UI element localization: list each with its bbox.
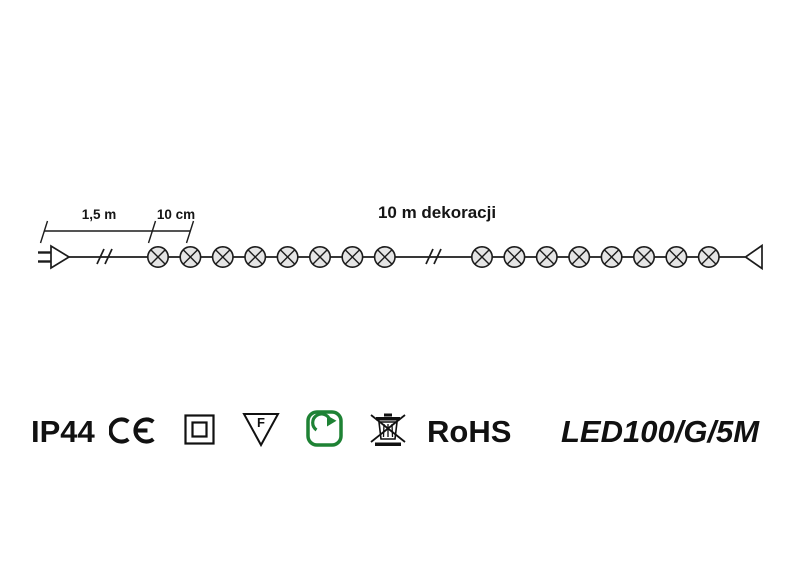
break-mark bbox=[96, 248, 105, 265]
bulb-cross bbox=[215, 249, 231, 265]
bulb-cross bbox=[182, 249, 198, 265]
bulb-cross bbox=[571, 249, 587, 265]
bulb-cross bbox=[506, 249, 522, 265]
class-ii-double-insulation-icon bbox=[184, 414, 215, 445]
bulb-cross bbox=[247, 249, 263, 265]
bulb-cross bbox=[150, 249, 166, 265]
decoration-length-label: 10 m dekoracji bbox=[377, 203, 497, 222]
break-mark bbox=[433, 248, 442, 265]
break-mark bbox=[425, 248, 434, 265]
bulb-cross bbox=[474, 249, 490, 265]
triangle-f-icon: F bbox=[242, 413, 280, 448]
bulb-cross bbox=[280, 249, 296, 265]
dimension-tick bbox=[147, 220, 157, 244]
weee-crossed-bin-icon bbox=[370, 413, 406, 446]
bulb-cross bbox=[539, 249, 555, 265]
rohs-label: RoHS bbox=[427, 414, 512, 449]
ip-rating-label: IP44 bbox=[31, 414, 95, 449]
plug-icon bbox=[50, 244, 71, 270]
ce-mark-icon bbox=[109, 417, 155, 444]
bulb-cross bbox=[701, 249, 717, 265]
triangle-f-letter: F bbox=[257, 415, 265, 430]
recyclable-green-arrow-icon bbox=[306, 410, 343, 447]
bulb-cross bbox=[668, 249, 684, 265]
end-cap-icon bbox=[744, 243, 763, 271]
bulb-cross bbox=[636, 249, 652, 265]
dimension-label-lead-length: 1,5 m bbox=[81, 207, 117, 222]
dimension-label-bulb-spacing: 10 cm bbox=[156, 207, 196, 222]
dimension-tick bbox=[185, 220, 195, 244]
break-mark bbox=[104, 248, 113, 265]
bulb-cross bbox=[604, 249, 620, 265]
model-number-label: LED100/G/5M bbox=[561, 414, 760, 449]
bulb-cross bbox=[344, 249, 360, 265]
bulb-cross bbox=[377, 249, 393, 265]
dimension-tick bbox=[39, 220, 49, 244]
bulb-cross bbox=[312, 249, 328, 265]
